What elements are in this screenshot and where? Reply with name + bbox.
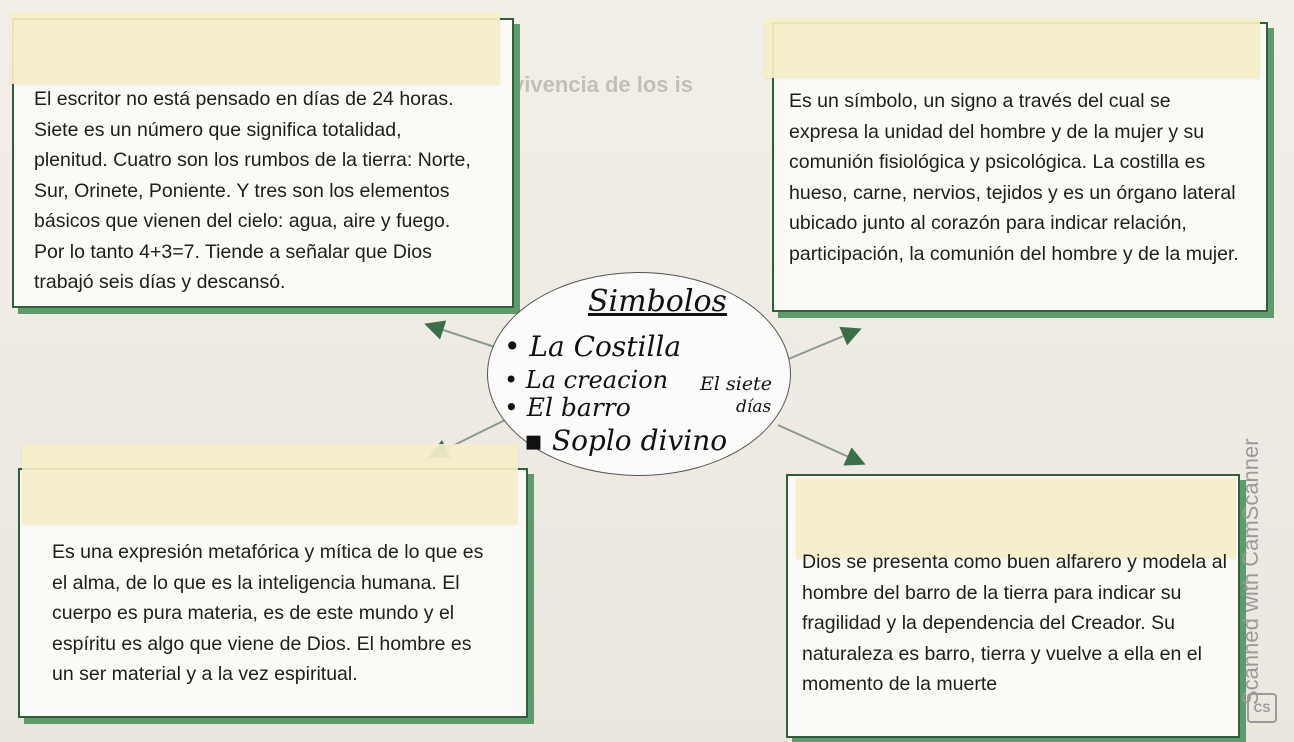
note-text-top-left: El escritor no está pensado en días de 2… [34,88,471,293]
tape-top-left [10,12,500,84]
center-item-creacion: • La creacion [504,366,669,394]
center-item-costilla: • La Costilla [504,330,682,363]
note-text-bottom-left: Es una expresión metafórica y mítica de … [52,541,484,685]
tape-bottom-left [22,444,518,524]
center-oval [487,272,791,476]
center-side-note-1: El siete [700,373,772,395]
center-title: Simbolos [588,284,727,319]
center-item-barro: • El barro [504,393,631,422]
tape-top-right [764,18,1260,78]
tape-bottom-right [796,478,1236,558]
arrow-to-top-right [785,326,862,361]
camscanner-logo: CS [1247,693,1277,723]
center-side-note-2: días [736,397,772,417]
scanner-watermark: Scanned with CamScanner [1238,438,1263,705]
note-text-top-right: Es un símbolo, un signo a través del cua… [789,90,1239,265]
arrow-to-bottom-right [777,424,866,466]
note-text-bottom-right: Dios se presenta como buen alfarero y mo… [802,551,1227,695]
background-heading: vivencia de los is [512,72,693,97]
center-item-soplo: ▪ Soplo divino [524,424,728,457]
